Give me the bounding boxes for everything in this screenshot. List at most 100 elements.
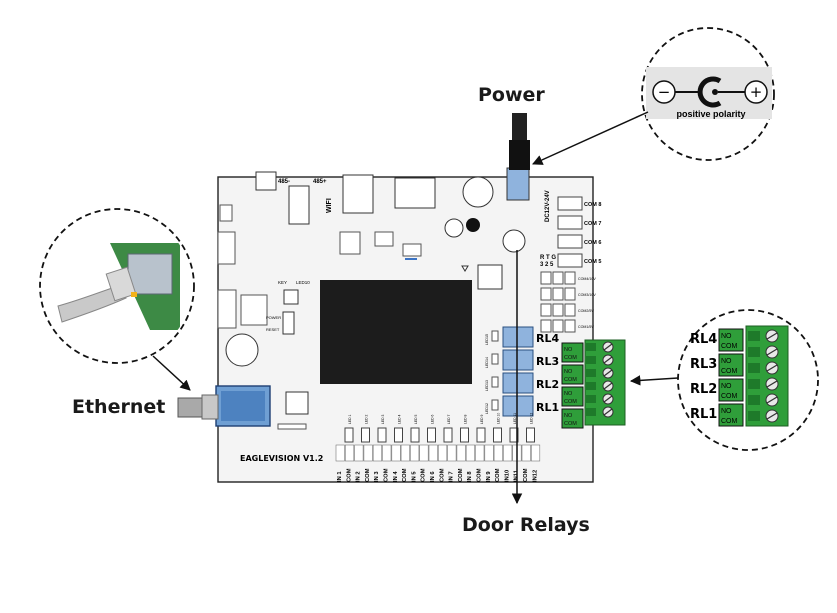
inset-relay-label: RL3 (690, 357, 717, 372)
rs485-minus-label: 485- (278, 179, 290, 185)
com-small-connector (552, 319, 564, 333)
board-relay-label: RL3 (536, 355, 559, 368)
rs485-terminal (288, 185, 310, 225)
input-terminal-label: COM (439, 468, 445, 482)
terminal-slot (586, 395, 596, 403)
input-terminal-label: IN 8 (467, 471, 473, 482)
input-terminal-block (530, 444, 541, 462)
board-relay (502, 395, 534, 417)
input-terminal-label: IN 6 (430, 471, 436, 482)
input-terminal-block (335, 444, 345, 462)
rtg-label: R T G (540, 255, 556, 261)
inset-terminal-screw-slot (766, 332, 778, 340)
relay-led (491, 399, 499, 411)
inset-no-label: NO (721, 358, 732, 365)
com-small-connector (540, 303, 552, 317)
input-terminal-label: IN 5 (411, 471, 417, 482)
inset-terminal-screw-slot (766, 380, 778, 388)
board-relay (502, 349, 534, 371)
ethernet-arrow (152, 355, 191, 391)
board-relay-terminal (561, 408, 584, 429)
power-arrow (532, 111, 649, 165)
relay-led-label: LED15 (485, 334, 489, 345)
power-jack (506, 167, 530, 201)
controller-board: 485- 485+ WIFI KEY LED10 POWER RESET (215, 167, 626, 483)
input-switch (526, 427, 535, 443)
board-component (219, 204, 233, 222)
input-led-label: LED 11 (513, 413, 517, 424)
board-relay-terminal (561, 342, 584, 363)
com-small-connector (552, 271, 564, 285)
com-small-connector (540, 271, 552, 285)
com-small-connector (564, 287, 576, 301)
input-terminal-block (419, 444, 429, 462)
terminal-com-label: COM (564, 399, 577, 405)
input-led-label: LED 9 (480, 414, 484, 424)
board-header (217, 289, 237, 329)
power-led-label: POWER (266, 315, 281, 320)
com-small-label: COM4/10V (578, 277, 596, 281)
polarity-plus: + (750, 83, 763, 101)
com-small-connector (540, 319, 552, 333)
inset-terminal-slot (748, 379, 760, 389)
board-battery (225, 333, 259, 367)
com-port-label: COM 8 (584, 202, 601, 208)
rtg-numbers: 3 2 5 (540, 262, 554, 268)
input-terminal-label: IN12 (532, 470, 538, 482)
board-relay (502, 372, 534, 394)
reset-button (282, 311, 295, 335)
board-relay-label: RL4 (536, 332, 559, 345)
board-marker (461, 265, 469, 272)
input-led-label: LED 3 (381, 414, 385, 424)
relay-led-label: LED13 (485, 380, 489, 391)
key-label: KEY (278, 280, 287, 285)
input-terminal-label: COM (402, 468, 408, 482)
input-led-label: LED 7 (447, 414, 451, 424)
polarity-caption: positive polarity (676, 109, 745, 119)
board-ic (374, 231, 394, 247)
inset-terminal-screw-slot (766, 412, 778, 420)
input-terminal-block (456, 444, 466, 462)
board-relay-label: RL2 (536, 378, 559, 391)
com-small-label: COM3/10V (578, 293, 596, 297)
inset-terminal-slot (748, 363, 760, 373)
inset-relay-terminal (718, 378, 744, 402)
polarity-center-pin (697, 76, 722, 108)
input-terminal-block (503, 444, 513, 462)
board-relay-terminal (561, 386, 584, 407)
inset-terminal-screw-slot (766, 364, 778, 372)
rs485-plus-label: 485+ (313, 179, 327, 185)
led10-label: LED10 (296, 280, 310, 285)
com-port-connector (557, 253, 583, 268)
inset-relay-label: RL1 (690, 407, 717, 422)
input-terminal-block (465, 444, 476, 462)
input-switch (394, 427, 403, 443)
main-processor (320, 280, 472, 384)
board-capacitor-small (444, 218, 464, 238)
inset-relay-terminal (718, 328, 744, 352)
input-led-label: LED 5 (414, 414, 418, 424)
board-relay (502, 326, 534, 348)
inset-terminal-screw-slot (766, 348, 778, 356)
polarity-minus: − (658, 83, 671, 101)
input-terminal-block (447, 444, 457, 462)
power-callout: Power (478, 84, 545, 106)
inset-terminal-block (745, 325, 789, 427)
input-terminal-label: IN 7 (449, 471, 455, 482)
board-chip-top (394, 177, 436, 209)
input-terminal-block (493, 444, 503, 462)
com-small-connector (564, 303, 576, 317)
board-ic (402, 243, 422, 257)
input-terminal-label: IN10 (504, 470, 510, 482)
com-port-label: COM 7 (584, 221, 601, 227)
com-port-connector (557, 196, 583, 211)
relay-led-label: LED14 (485, 357, 489, 368)
com-small-connector (552, 287, 564, 301)
input-switch (361, 427, 370, 443)
board-model: EAGLEVISION V1.2 (240, 454, 323, 463)
input-terminal-block (410, 444, 420, 462)
board-capacitor (462, 176, 494, 208)
inset-com-label: COM (721, 368, 738, 375)
